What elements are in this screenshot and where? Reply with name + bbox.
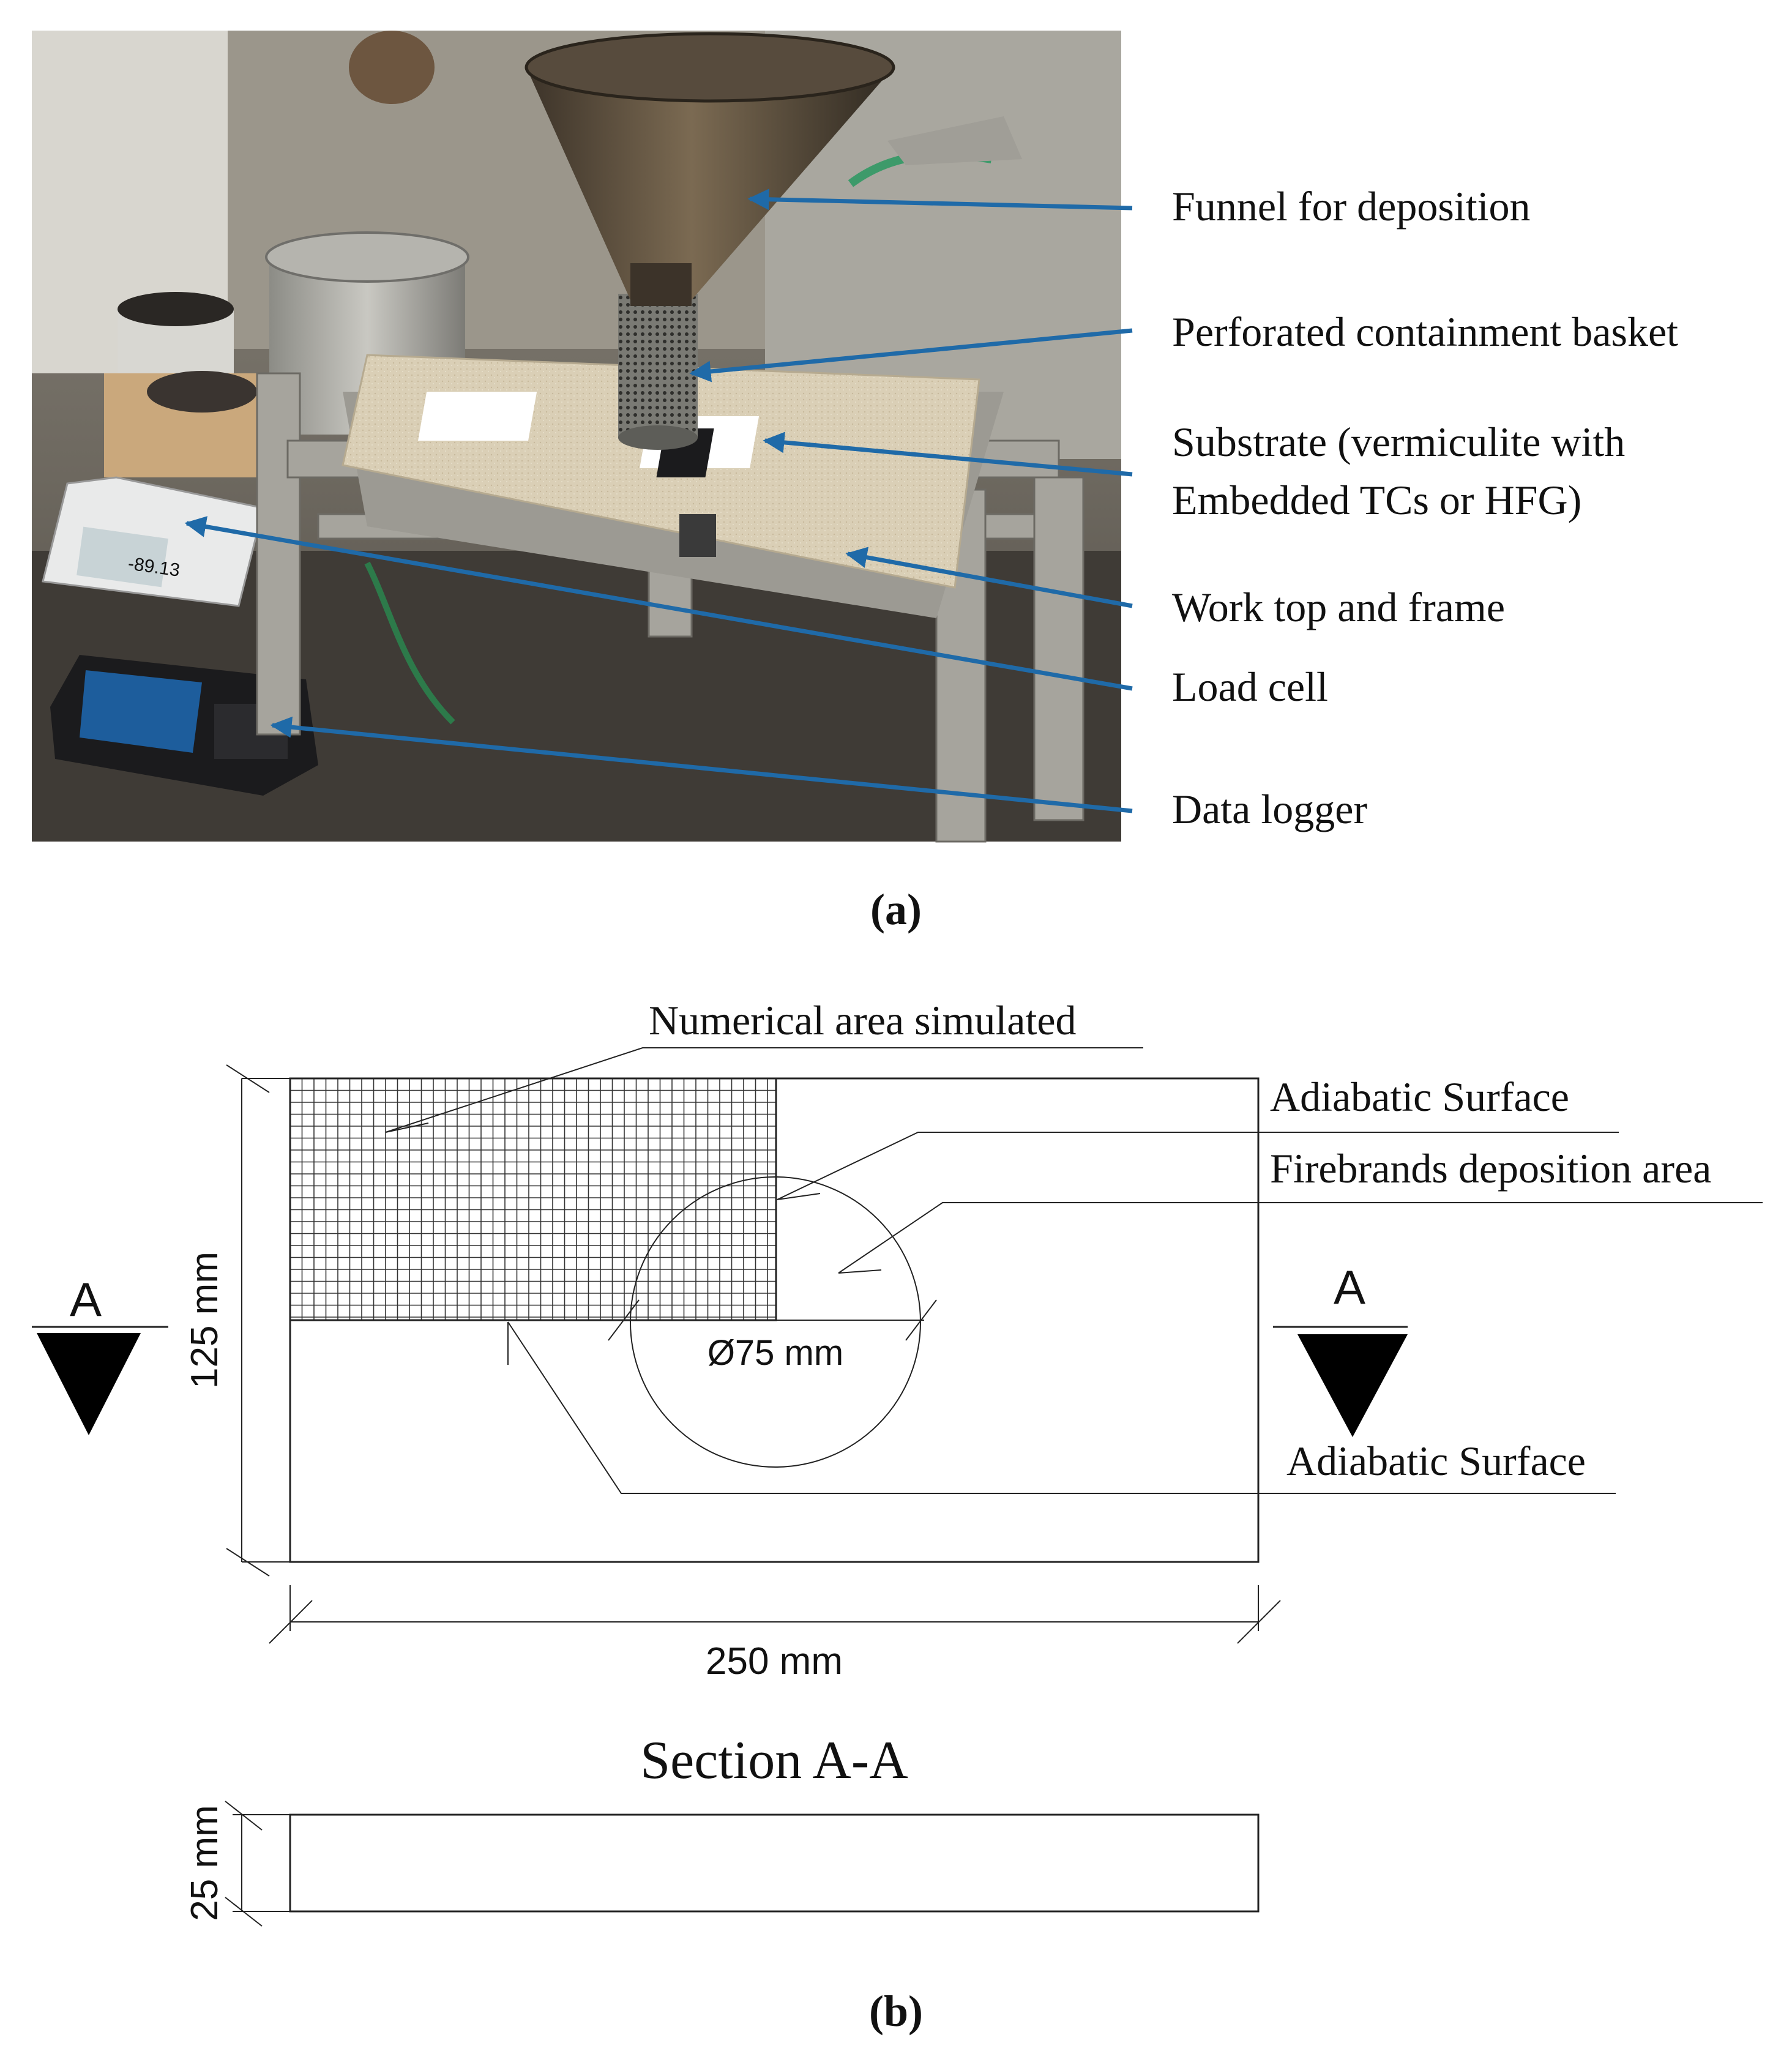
panel-a-photo: -89.13 xyxy=(32,31,1121,843)
arrow-substrate xyxy=(763,431,1133,477)
panel-a-arrows xyxy=(184,189,1133,813)
numerical-mesh xyxy=(290,1078,776,1320)
dim-width: 250 mm xyxy=(706,1640,843,1682)
caption-b: (b) xyxy=(869,1987,923,2036)
dim-width-tick-right xyxy=(1237,1600,1281,1644)
diameter-tick-left xyxy=(608,1299,640,1341)
label-numerical-area: Numerical area simulated xyxy=(649,997,1077,1044)
arrow-basket xyxy=(689,328,1133,383)
leader-adiabatic-top-tick xyxy=(777,1193,821,1200)
panel-b-diagram: Ø75 mm Numerical area simulated Adiabati… xyxy=(32,997,1763,1927)
arrow-work-top xyxy=(845,547,1133,608)
leader-deposition-area xyxy=(838,1202,1763,1274)
section-outline xyxy=(289,1813,1260,1913)
section-title: Section A-A xyxy=(640,1731,908,1790)
deposition-circle xyxy=(630,1176,921,1468)
dim-thickness-tick-bottom xyxy=(225,1897,263,1927)
caption-a: (a) xyxy=(870,885,922,934)
photo-data-logger xyxy=(50,655,318,796)
label-data-logger: Data logger xyxy=(1172,786,1367,832)
section-marker-left: A xyxy=(70,1272,102,1326)
label-adiabatic-bottom: Adiabatic Surface xyxy=(1286,1438,1586,1484)
photo-perforated-basket xyxy=(618,294,698,438)
leader-numerical-area-tick xyxy=(385,1122,429,1133)
dim-thickness-tick-top xyxy=(225,1801,263,1831)
section-triangle-left xyxy=(37,1333,141,1435)
leader-numerical-area xyxy=(385,1047,1143,1133)
photo-wires xyxy=(364,561,455,725)
photo-scorch-mark xyxy=(349,31,435,104)
section-triangle-right xyxy=(1297,1334,1408,1437)
numerical-area-outline xyxy=(289,1077,777,1321)
photo-load-cell: -89.13 xyxy=(42,371,288,607)
label-load-cell: Load cell xyxy=(1172,663,1328,710)
label-deposition-area: Firebrands deposition area xyxy=(1270,1145,1711,1192)
dim-thickness: 25 mm xyxy=(184,1805,226,1921)
photo-basket-base xyxy=(618,425,698,450)
leader-adiabatic-top xyxy=(777,1132,1619,1200)
label-funnel: Funnel for deposition xyxy=(1172,183,1531,230)
diameter-tick-right xyxy=(905,1299,937,1341)
section-marker-right: A xyxy=(1334,1260,1365,1314)
photo-funnel xyxy=(525,32,895,306)
photo-clamp xyxy=(887,116,1022,165)
dim-width-tick-left xyxy=(269,1600,313,1644)
dim-height: 125 mm xyxy=(184,1252,226,1389)
label-substrate-line2: Embedded TCs or HFG) xyxy=(1172,477,1581,523)
label-work-top: Work top and frame xyxy=(1172,584,1505,630)
arrow-funnel xyxy=(747,189,1133,211)
leader-adiabatic-bottom xyxy=(507,1321,1616,1494)
arrow-data-logger xyxy=(270,716,1133,813)
leader-deposition-area-tick xyxy=(838,1269,882,1274)
arrow-load-cell xyxy=(184,516,1133,691)
dim-diameter: Ø75 mm xyxy=(707,1333,843,1373)
label-substrate-line1: Substrate (vermiculite with xyxy=(1172,419,1625,465)
label-adiabatic-top: Adiabatic Surface xyxy=(1270,1074,1569,1120)
label-basket: Perforated containment basket xyxy=(1172,308,1678,355)
panel-a-labels: Funnel for deposition Perforated contain… xyxy=(1172,183,1678,832)
